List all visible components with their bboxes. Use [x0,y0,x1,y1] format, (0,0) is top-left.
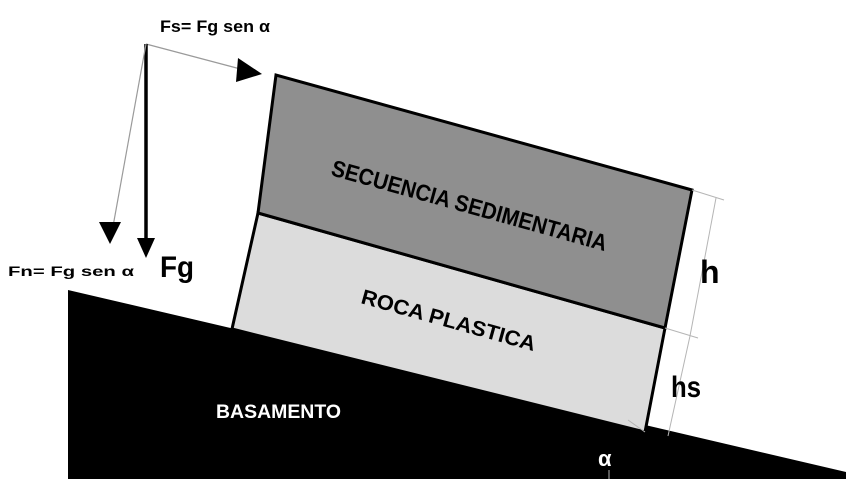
normal-force-label: Fn= Fg sen α [8,263,135,279]
angle-label: α [598,446,612,471]
normal-force-arrowhead [99,222,121,244]
gravity-force-label: Fg [160,251,194,284]
hs-dimension-label: hs [671,371,701,404]
hs-top-guide [664,327,699,339]
gravity-force-arrowhead [137,238,155,258]
basement-label: BASAMENTO [216,402,341,423]
h-dimension-line [689,197,717,337]
h-dimension-label: h [700,254,720,290]
h-top-guide [691,189,725,201]
angle-guide [627,419,646,433]
parallel-force-arrowhead [236,58,262,82]
parallel-force-label: Fs= Fg sen α [160,17,271,36]
normal-force-guide [111,43,147,233]
parallel-force-guide [145,43,249,72]
hs-dimension-line [667,335,691,437]
